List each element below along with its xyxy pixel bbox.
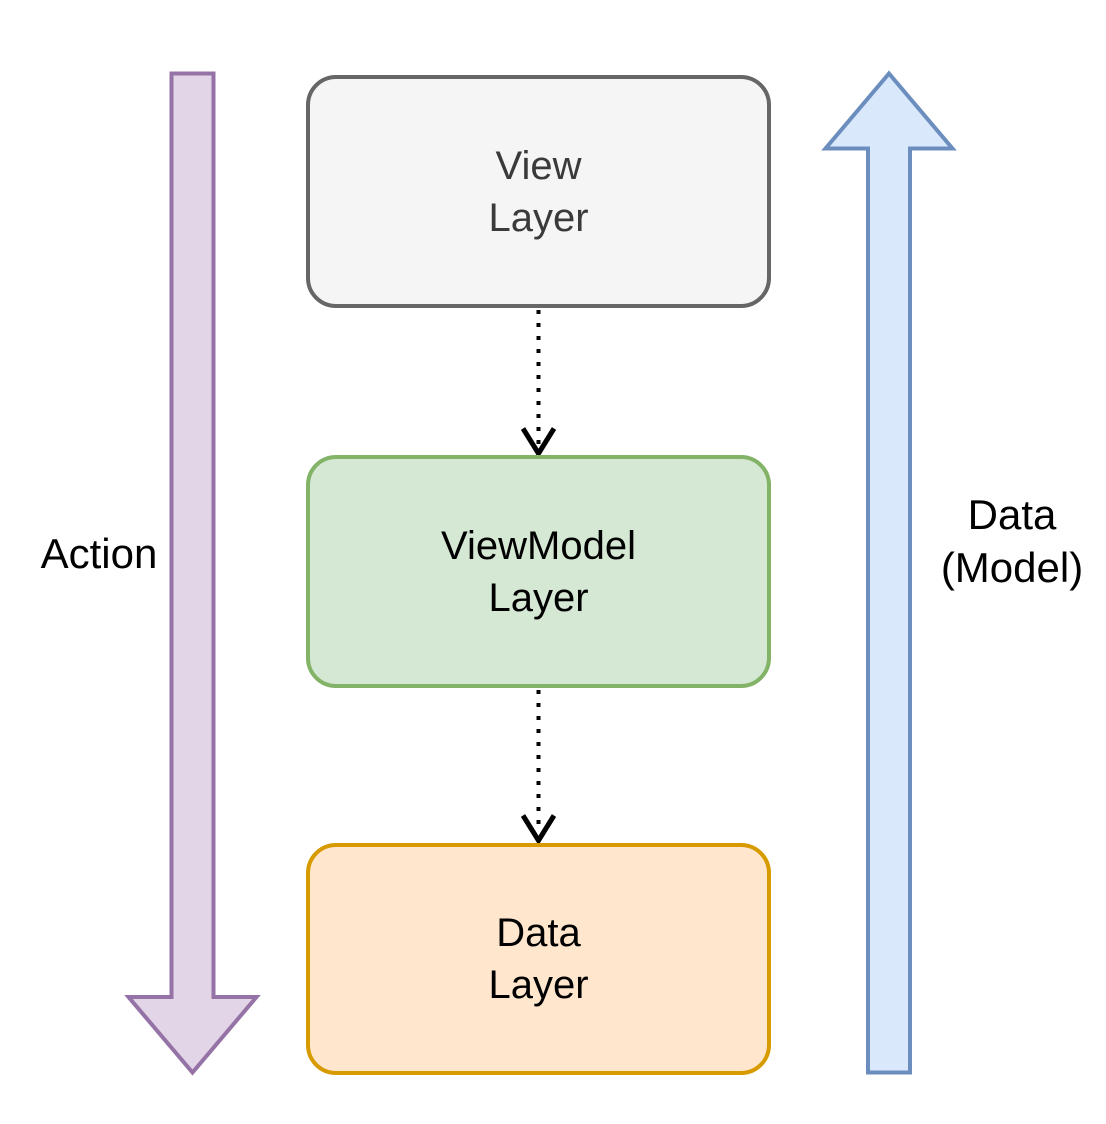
action-arrow (124, 71, 261, 1076)
view-layer-box: View Layer (306, 75, 771, 308)
data-model-arrow (821, 70, 957, 1075)
data-layer-label: Data Layer (488, 911, 589, 1007)
down-arrowhead-icon (520, 814, 557, 846)
down-arrowhead-icon (520, 427, 557, 459)
view-layer-label: View Layer (488, 143, 589, 240)
data-layer-box: Data Layer (306, 843, 771, 1075)
data-model-label: Data (Model) (940, 491, 1084, 591)
viewmodel-layer-box: ViewModel Layer (306, 455, 771, 688)
viewmodel-layer-label: ViewModel Layer (441, 523, 636, 620)
action-label: Action (40, 530, 158, 577)
